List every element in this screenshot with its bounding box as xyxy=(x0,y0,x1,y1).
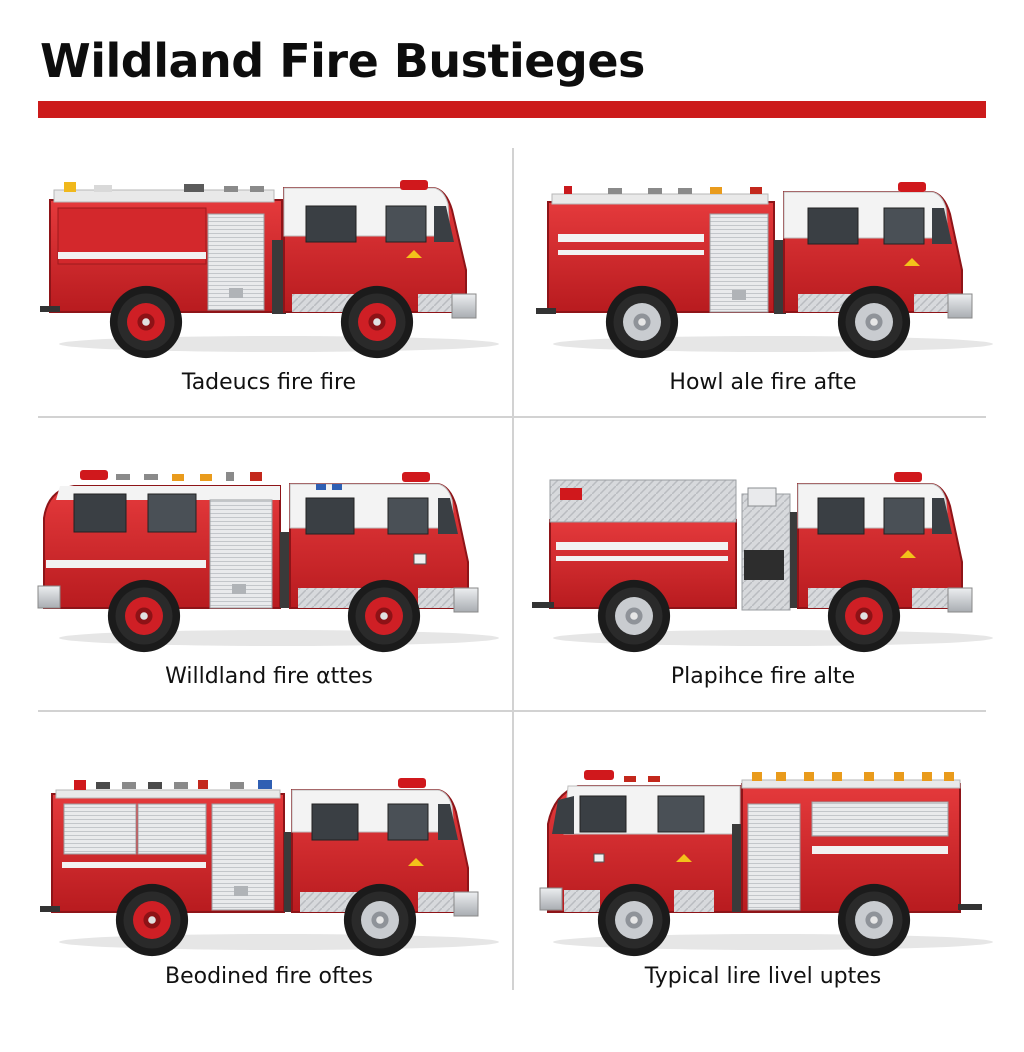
truck-card: Plapihce fire alte xyxy=(528,462,998,742)
truck-card: Howl ale fire afte xyxy=(528,170,998,450)
truck-card: Typical lire livel uptes xyxy=(528,764,998,1044)
fire-truck-icon xyxy=(40,180,499,359)
title-underline-bar xyxy=(38,101,986,118)
row-divider xyxy=(38,416,986,418)
truck-caption: Typical lire livel uptes xyxy=(644,964,882,989)
truck-caption: Beodined fire oftes xyxy=(165,964,373,989)
truck-card: Beodined fire oftes xyxy=(34,772,504,1052)
truck-card: Willdland fire αttes xyxy=(34,462,504,742)
fire-truck-icon xyxy=(532,472,993,653)
fire-truck-icon xyxy=(37,470,499,653)
truck-caption: Plapihce fire alte xyxy=(670,664,856,689)
fire-truck-icon xyxy=(539,770,993,957)
row-divider xyxy=(38,710,986,712)
truck-caption: Willdland fire αttes xyxy=(165,664,373,689)
truck-caption: Howl ale fire afte xyxy=(669,370,857,395)
column-divider xyxy=(512,148,514,990)
page-title: Wildland Fire Bustieges xyxy=(40,34,645,88)
truck-caption: Tadeucs fire fire xyxy=(181,370,357,395)
fire-truck-icon xyxy=(536,182,993,359)
truck-card: Tadeucs fire fire xyxy=(34,170,504,450)
fire-truck-icon xyxy=(40,778,499,957)
